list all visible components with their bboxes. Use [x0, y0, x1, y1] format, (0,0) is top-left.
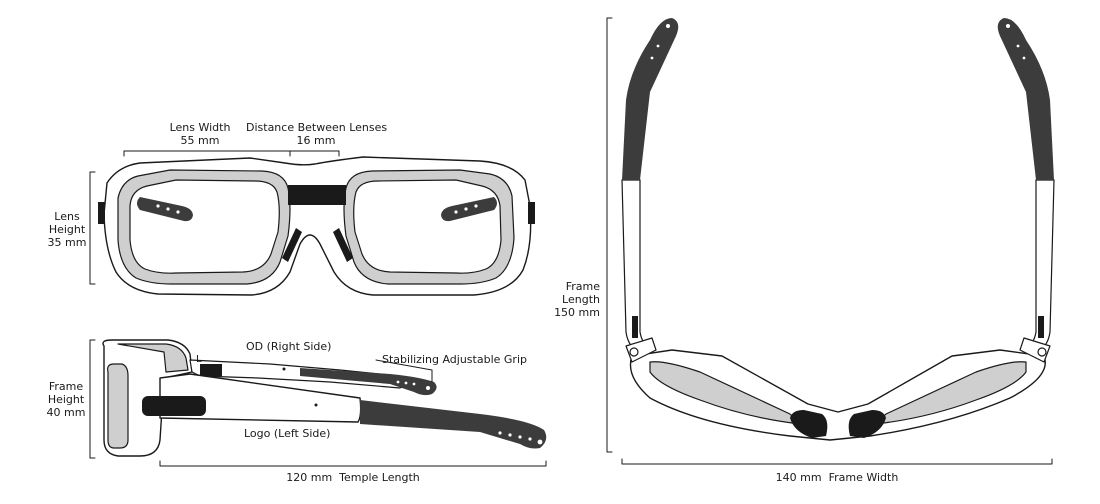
front-left-temple-grip [137, 197, 193, 222]
frame-height-label: Frame Height 40 mm [46, 380, 86, 419]
frame-length-label: Frame Length 150 mm [554, 280, 600, 319]
side-lens-mark: L [196, 354, 202, 365]
front-bridge [288, 185, 346, 205]
top-right-hinge-mark [1038, 316, 1044, 338]
side-logo-plate [142, 396, 206, 416]
top-left-hinge-mark [632, 316, 638, 338]
top-left-temple-grip [622, 18, 679, 180]
front-left-lens [129, 179, 280, 274]
front-view [89, 150, 535, 296]
top-view [606, 17, 1055, 465]
dim-frame-height [89, 339, 96, 459]
dim-temple-length [159, 460, 547, 467]
top-right-temple-grip [997, 18, 1054, 180]
front-right-lens [353, 179, 502, 274]
frame-width-label: 140 mm Frame Width [775, 471, 899, 484]
side-view [89, 339, 547, 467]
stabilizing-grip-label: Stabilizing Adjustable Grip [382, 353, 527, 366]
temple-length-label: 120 mm Temple Length [286, 471, 420, 484]
side-shield-top [117, 343, 189, 373]
side-left-temple-grip [360, 400, 547, 449]
side-lens-profile [107, 363, 129, 449]
front-right-temple-grip [441, 197, 497, 222]
front-right-nose-pad [333, 228, 353, 262]
logo-left-side-label: Logo (Left Side) [244, 427, 331, 440]
top-right-lens [875, 361, 1027, 425]
top-frame-front [629, 349, 1046, 441]
lens-height-label: Lens Height 35 mm [47, 210, 87, 249]
top-left-lens [649, 361, 801, 425]
side-right-temple-grip [300, 368, 437, 396]
front-right-hinge [528, 202, 535, 224]
top-right-nose-pad [848, 410, 886, 438]
dim-bridge-width [289, 150, 340, 157]
dim-frame-length [606, 17, 613, 453]
bridge-label: Distance Between Lenses 16 mm [246, 121, 388, 147]
od-right-side-label: OD (Right Side) [246, 340, 332, 353]
top-left-nose-pad [790, 410, 828, 438]
front-left-hinge [98, 202, 105, 224]
side-right-hinge-block [200, 364, 222, 376]
front-left-nose-pad [282, 228, 302, 262]
dim-lens-width [123, 150, 291, 157]
lens-width-label: Lens Width 55 mm [169, 121, 231, 147]
dim-lens-height [89, 171, 96, 285]
dim-frame-width [621, 458, 1053, 465]
grip-leader-line [375, 359, 433, 383]
